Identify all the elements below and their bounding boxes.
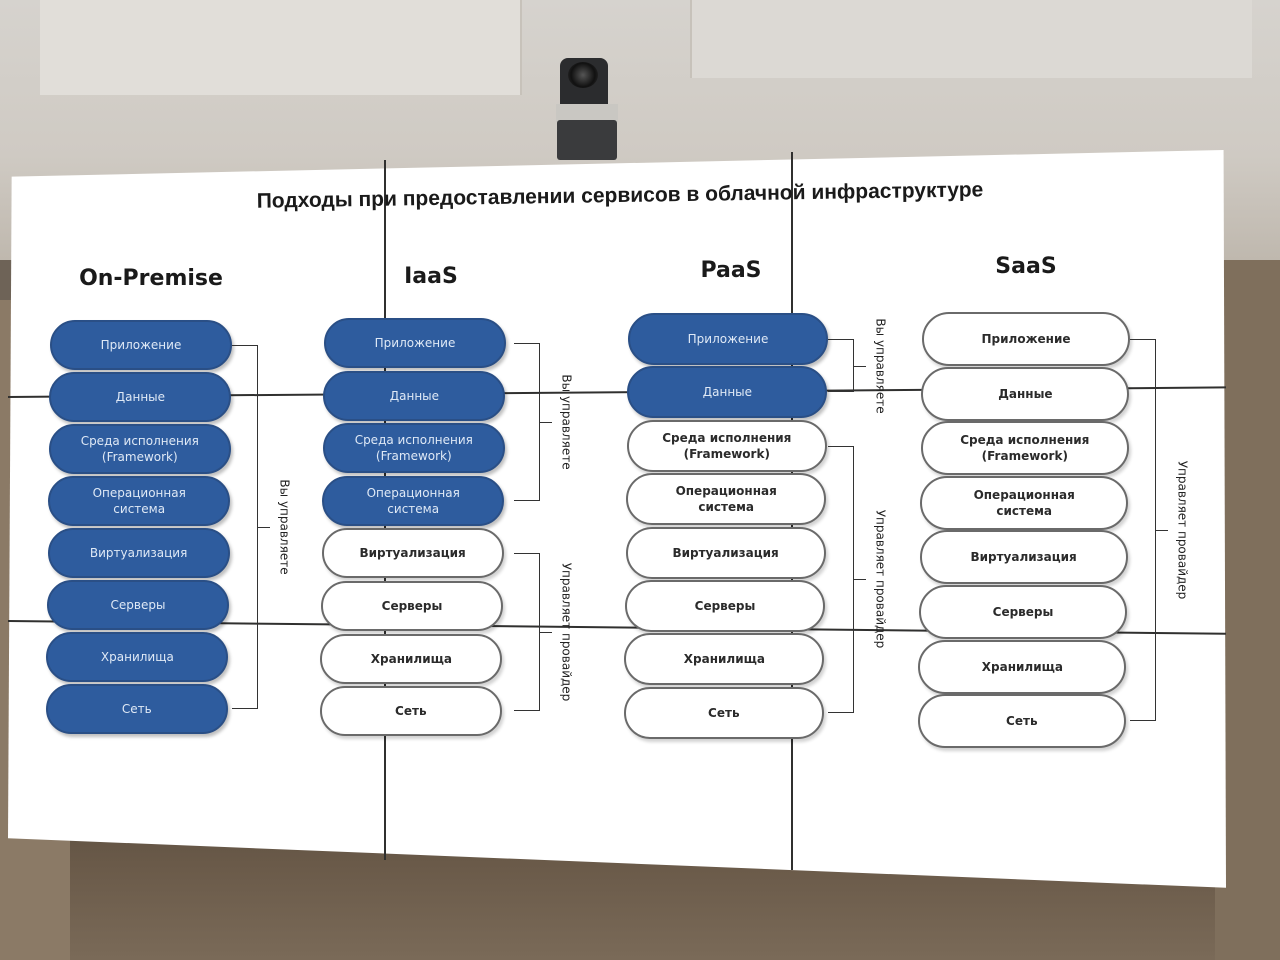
layer-pill: Хранилища: [46, 632, 229, 682]
layer-label: Сеть: [395, 704, 427, 719]
layer-label: Виртуализация: [359, 546, 466, 561]
layer-pill: Серверы: [625, 580, 825, 632]
layer-pill: Серверы: [321, 581, 503, 631]
layer-pill: Серверы: [47, 580, 229, 630]
bracket-tick: [854, 365, 866, 367]
layer-label: Виртуализация: [970, 550, 1077, 565]
layer-pill: Данные: [921, 366, 1130, 421]
layer-label: Среда исполнения (Framework): [960, 433, 1090, 464]
layer-label: Приложение: [687, 332, 769, 346]
layer-pill: Сеть: [319, 686, 502, 737]
layer-pill: Сеть: [45, 684, 228, 734]
group-label: Управляет провайдер: [1174, 460, 1189, 600]
layer-label: Среда исполнения (Framework): [80, 434, 199, 464]
layer-pill: Данные: [627, 366, 828, 419]
layer-pill: Приложение: [50, 320, 232, 370]
group-bracket: [514, 553, 540, 712]
layer-label: Сеть: [121, 702, 152, 716]
layer-pill: Среда исполнения (Framework): [626, 419, 827, 472]
layer-pill: Приложение: [922, 312, 1130, 366]
group-bracket: [1130, 339, 1156, 722]
layer-label: Приложение: [100, 338, 182, 352]
layer-label: Серверы: [694, 599, 756, 613]
layer-label: Данные: [115, 390, 166, 404]
camera-bracket: [557, 120, 617, 160]
group-bracket: [514, 343, 540, 501]
layer-label: Операционная система: [92, 486, 186, 516]
layer-pill: Сеть: [917, 694, 1126, 749]
layer-pill: Среда исполнения (Framework): [920, 421, 1129, 476]
layer-pill: Виртуализация: [625, 526, 826, 579]
layer-pill: Хранилища: [918, 639, 1127, 694]
bracket-tick: [540, 632, 552, 634]
bracket-tick: [540, 421, 552, 423]
group-bracket: [828, 339, 854, 393]
column-title-on-premise: On-Premise: [79, 266, 223, 291]
layer-pill: Операционная система: [920, 475, 1129, 530]
bracket-tick: [854, 579, 866, 581]
layer-label: Данные: [702, 385, 753, 400]
layer-pill: Данные: [49, 372, 232, 422]
layer-label: Данные: [389, 388, 440, 403]
layer-label: Сеть: [1006, 714, 1038, 729]
layer-pill: Хранилища: [320, 633, 503, 684]
layer-label: Операционная система: [366, 485, 460, 516]
column-title-paas: PaaS: [700, 258, 762, 283]
layer-label: Операционная система: [973, 487, 1075, 518]
group-label: Вы управляете: [873, 318, 888, 414]
layer-pill: Хранилища: [624, 633, 825, 686]
layer-pill: Операционная система: [322, 475, 505, 526]
layer-label: Сеть: [708, 705, 740, 720]
group-bracket: [232, 345, 258, 709]
layer-pill: Операционная система: [48, 476, 231, 526]
layer-pill: Виртуализация: [919, 530, 1128, 585]
group-bracket: [828, 445, 854, 713]
layer-label: Хранилища: [981, 659, 1063, 674]
column-title-iaas: IaaS: [404, 264, 458, 289]
layer-pill: Серверы: [919, 585, 1127, 639]
camera-lens-icon: [568, 62, 598, 88]
layer-label: Приложение: [981, 332, 1071, 346]
layer-pill: Операционная система: [626, 473, 827, 526]
layer-label: Операционная система: [675, 484, 777, 515]
layer-pill: Среда исполнения (Framework): [322, 423, 505, 474]
ceiling-panel: [40, 0, 522, 95]
bracket-tick: [258, 527, 270, 528]
layer-label: Серверы: [110, 598, 166, 612]
layer-pill: Приложение: [628, 313, 828, 365]
layer-label: Хранилища: [100, 650, 174, 664]
layer-pill: Данные: [323, 370, 506, 421]
layer-label: Данные: [998, 386, 1053, 401]
group-label: Управляет провайдер: [558, 562, 573, 702]
layer-pill: Сеть: [623, 686, 824, 739]
group-label: Вы управляете: [559, 374, 574, 470]
layer-label: Серверы: [992, 605, 1054, 619]
layer-label: Виртуализация: [672, 545, 779, 560]
layer-pill: Приложение: [324, 318, 506, 368]
layer-label: Серверы: [381, 599, 443, 613]
layer-label: Хранилища: [683, 652, 765, 667]
group-label: Вы управляете: [277, 479, 292, 575]
camera-mount: [556, 104, 618, 122]
column-title-saas: SaaS: [995, 254, 1057, 279]
layer-label: Приложение: [374, 336, 456, 350]
ceiling-panel: [690, 0, 1252, 78]
layer-label: Среда исполнения (Framework): [662, 430, 792, 461]
bracket-tick: [1156, 530, 1168, 532]
layer-label: Хранилища: [370, 651, 452, 666]
layer-pill: Виртуализация: [47, 528, 230, 578]
layer-label: Среда исполнения (Framework): [354, 433, 473, 464]
layer-pill: Виртуализация: [321, 528, 504, 579]
layer-label: Виртуализация: [89, 546, 188, 560]
group-label: Управляет провайдер: [872, 509, 887, 649]
layer-pill: Среда исполнения (Framework): [48, 424, 231, 474]
